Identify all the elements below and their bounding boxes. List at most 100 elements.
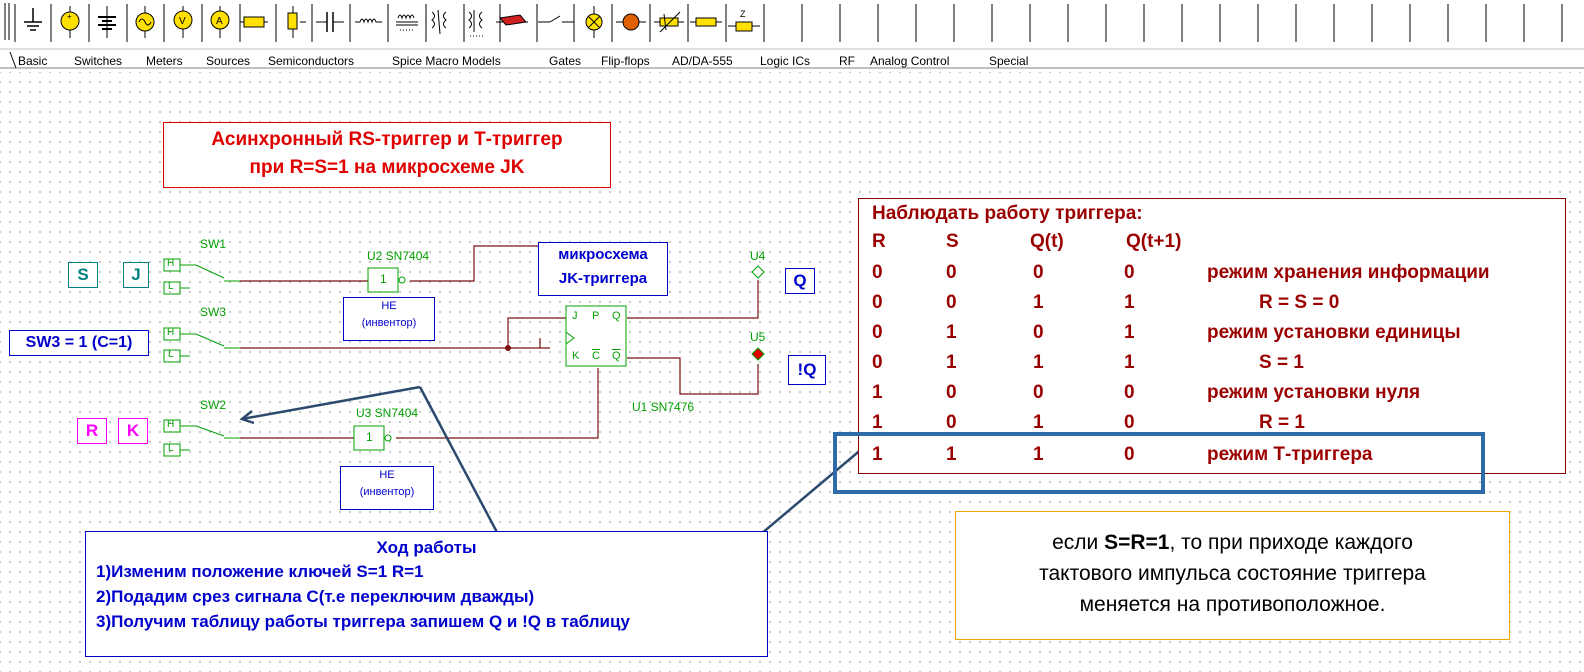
switch-sw3[interactable] bbox=[163, 327, 240, 363]
ff-pin-nq: Q bbox=[612, 350, 621, 362]
toolbar-icons: + V A bbox=[0, 3, 1584, 50]
output-nq-label: !Q bbox=[788, 355, 826, 385]
tab-sources[interactable]: Sources bbox=[206, 54, 251, 68]
switch-sw1[interactable] bbox=[163, 258, 240, 295]
tab-switches[interactable]: Switches bbox=[74, 54, 123, 68]
row5-r: 1 bbox=[872, 382, 883, 403]
sw2-low-label: L bbox=[168, 443, 174, 454]
relay-icon[interactable] bbox=[431, 9, 447, 35]
inverter-u2-note-line2: (инвентор) bbox=[361, 317, 417, 329]
tab-special[interactable]: Special bbox=[989, 54, 1029, 68]
row7-qt1: 0 bbox=[1124, 444, 1135, 465]
tab-meters[interactable]: Meters bbox=[146, 54, 183, 68]
probe-u4[interactable] bbox=[751, 265, 765, 279]
tab-basic[interactable]: Basic bbox=[18, 54, 48, 68]
row4-r: 0 bbox=[872, 352, 883, 373]
ammeter-icon[interactable]: A bbox=[210, 6, 230, 38]
table-header-qt: Q(t) bbox=[1030, 231, 1064, 252]
tab-gates[interactable]: Gates bbox=[549, 54, 582, 68]
row4-s: 1 bbox=[946, 352, 957, 373]
lamp-icon[interactable] bbox=[585, 6, 603, 38]
svg-text:V: V bbox=[179, 16, 186, 27]
chip-label-line2: JK-триггера bbox=[558, 270, 648, 287]
crystal-icon[interactable] bbox=[496, 14, 528, 26]
row6-desc: R = 1 bbox=[1259, 412, 1305, 433]
dc-voltage-source-icon[interactable]: + bbox=[60, 6, 80, 38]
note-pre: если bbox=[1052, 531, 1105, 554]
note-bold: S=R=1 bbox=[1104, 531, 1170, 554]
transformer-icon[interactable] bbox=[396, 14, 418, 31]
row7-qt: 1 bbox=[1033, 444, 1044, 465]
label-sw3: SW3 bbox=[200, 305, 227, 319]
ff-pin-p: P bbox=[592, 310, 600, 322]
output-q-label: Q bbox=[785, 268, 815, 294]
inverter-u2[interactable] bbox=[367, 267, 406, 293]
input-s-label: S bbox=[68, 262, 98, 288]
jk-flip-flop-u1[interactable] bbox=[565, 305, 627, 367]
component-toolbar: + V A bbox=[0, 0, 1584, 50]
ff-pin-c: C bbox=[592, 350, 600, 362]
switch-sw2[interactable] bbox=[163, 419, 240, 457]
row4-qt1: 1 bbox=[1124, 352, 1135, 373]
ac-voltage-source-icon[interactable] bbox=[135, 6, 155, 38]
voltmeter-icon[interactable]: V bbox=[173, 6, 193, 38]
inverter-u3[interactable] bbox=[353, 425, 392, 451]
row6-r: 1 bbox=[872, 412, 883, 433]
table-heading: Наблюдать работу триггера: bbox=[872, 203, 1143, 224]
row2-qt1: 1 bbox=[1124, 292, 1135, 313]
ground-icon[interactable] bbox=[24, 8, 42, 31]
row6-qt: 1 bbox=[1033, 412, 1044, 433]
procedure-step-1: 1)Изменим положение ключей S=1 R=1 bbox=[96, 562, 424, 581]
capacitor-icon[interactable] bbox=[316, 12, 344, 32]
resistor-icon[interactable] bbox=[240, 16, 268, 28]
row5-desc: режим установки нуля bbox=[1207, 382, 1421, 403]
resistor-pack-icon[interactable] bbox=[690, 17, 722, 27]
inverter-u2-note-line1: НЕ bbox=[381, 300, 397, 312]
note-line-3: меняется на противоположное. bbox=[1079, 593, 1386, 616]
sw1-high-label: H bbox=[167, 258, 175, 269]
svg-text:Z: Z bbox=[740, 9, 746, 19]
zener-diode-icon[interactable]: Z bbox=[728, 9, 760, 32]
tab-rf[interactable]: RF bbox=[839, 54, 855, 68]
probe-u5[interactable] bbox=[751, 347, 765, 361]
table-header-s: S bbox=[946, 231, 959, 252]
tab-outline bbox=[0, 51, 1584, 69]
sw3-low-label: L bbox=[168, 349, 174, 360]
label-sw1: SW1 bbox=[200, 237, 227, 251]
ff-pin-q: Q bbox=[612, 310, 621, 322]
capacitor-polarized-icon[interactable] bbox=[287, 6, 306, 38]
row1-qt1: 0 bbox=[1124, 262, 1135, 283]
inductor-core-icon[interactable] bbox=[468, 10, 484, 37]
inverter-u2-note: НЕ (инвентор) bbox=[343, 297, 435, 341]
label-u2: U2 SN7404 bbox=[367, 249, 430, 263]
u3-gate-value: 1 bbox=[366, 430, 373, 444]
row7-desc: режим Т-триггера bbox=[1207, 444, 1373, 465]
row1-desc: режим хранения информации bbox=[1207, 262, 1490, 283]
tab-flip-flops[interactable]: Flip-flops bbox=[601, 54, 650, 68]
sw2-high-label: H bbox=[167, 419, 175, 430]
procedure-title: Ход работы bbox=[376, 538, 477, 557]
row7-r: 1 bbox=[872, 444, 883, 465]
table-header-qt1: Q(t+1) bbox=[1126, 231, 1182, 252]
row2-r: 0 bbox=[872, 292, 883, 313]
row6-s: 0 bbox=[946, 412, 957, 433]
wire-junction bbox=[505, 345, 511, 351]
tab-semiconductors[interactable]: Semiconductors bbox=[268, 54, 355, 68]
battery-icon[interactable] bbox=[98, 6, 116, 38]
procedure-step-2: 2)Подадим срез сигнала C(т.е переключим … bbox=[96, 587, 535, 606]
sw3-high-label: H bbox=[167, 327, 175, 338]
row2-desc: R = S = 0 bbox=[1259, 292, 1340, 313]
procedure-step-3: 3)Получим таблицу работы триггера запише… bbox=[96, 612, 630, 631]
tab-spice-macro-models[interactable]: Spice Macro Models bbox=[392, 54, 501, 68]
chip-label: микросхема JK-триггера bbox=[538, 242, 668, 296]
sw3-state-label: SW3 = 1 (C=1) bbox=[9, 330, 149, 356]
tab-ad-da-555[interactable]: AD/DA-555 bbox=[672, 54, 733, 68]
switch-icon[interactable] bbox=[538, 15, 574, 23]
inverter-u3-note-line2: (инвентор) bbox=[359, 486, 415, 498]
svg-text:+: + bbox=[67, 12, 72, 21]
potentiometer-icon[interactable] bbox=[654, 11, 684, 33]
led-bulb-icon[interactable] bbox=[616, 13, 646, 31]
tab-logic-ics[interactable]: Logic ICs bbox=[760, 54, 811, 68]
inductor-icon[interactable] bbox=[355, 18, 382, 24]
tab-analog-control[interactable]: Analog Control bbox=[870, 54, 950, 68]
